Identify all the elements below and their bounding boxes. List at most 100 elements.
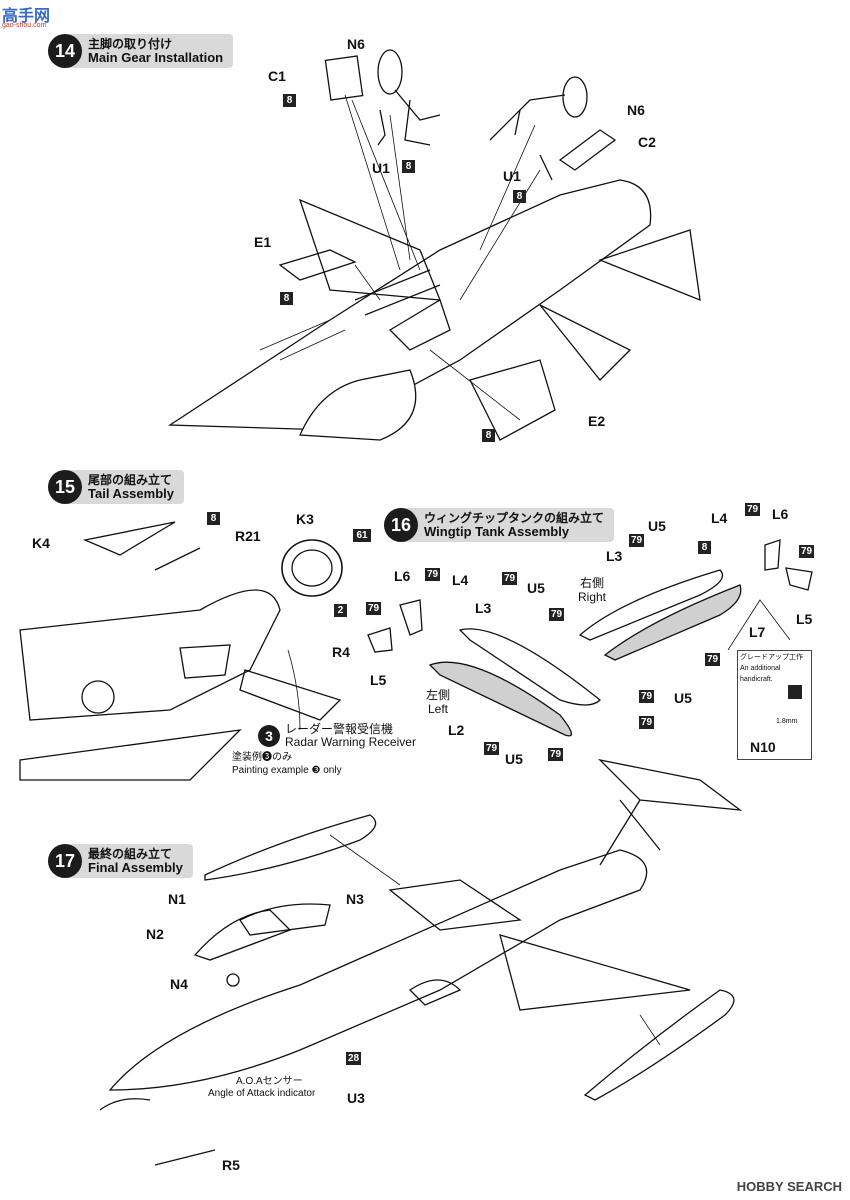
left-side-jp: 左側 bbox=[426, 688, 451, 702]
color-code-badge: 8 bbox=[402, 160, 415, 173]
color-code-badge: 79 bbox=[639, 716, 654, 729]
color-code-badge: 8 bbox=[513, 190, 526, 203]
upgrade-title-jp: グレードアップ工作 bbox=[740, 654, 803, 661]
step15-title-jp: 尾部の組み立て bbox=[88, 473, 173, 487]
part-label: N3 bbox=[346, 891, 364, 907]
step17-title-jp: 最終の組み立て bbox=[88, 847, 173, 861]
color-code-badge: 79 bbox=[484, 742, 499, 755]
upgrade-note-en1: An additional bbox=[740, 665, 781, 672]
color-code-badge: 2 bbox=[334, 604, 347, 617]
part-label: R4 bbox=[332, 644, 350, 660]
part-label: L3 bbox=[606, 548, 623, 564]
color-code-badge: 79 bbox=[548, 748, 563, 761]
color-code-badge: 79 bbox=[425, 568, 440, 581]
step16-tank-drawing bbox=[367, 539, 813, 761]
part-label: L3 bbox=[475, 600, 492, 616]
site-watermark-url: gao-shou.com bbox=[2, 22, 47, 29]
part-label: L4 bbox=[452, 572, 469, 588]
part-label: L6 bbox=[394, 568, 411, 584]
color-code-badge: 28 bbox=[346, 1052, 361, 1065]
part-label: L7 bbox=[749, 624, 766, 640]
part-label: E2 bbox=[588, 413, 606, 429]
left-side-en: Left bbox=[428, 702, 449, 716]
step17-number: 17 bbox=[48, 844, 82, 878]
part-label: L2 bbox=[448, 722, 465, 738]
aoa-note-en: Angle of Attack indicator bbox=[208, 1088, 316, 1099]
step14-title-jp: 主脚の取り付け bbox=[88, 37, 173, 51]
part-label: K4 bbox=[32, 535, 50, 551]
step16-title-jp: ウィングチップタンクの組み立て bbox=[424, 511, 605, 525]
radar-title-jp: レーダー警報受信機 bbox=[285, 722, 394, 736]
part-label: L5 bbox=[796, 611, 813, 627]
color-code-badge: 79 bbox=[705, 653, 720, 666]
upgrade-tip-box: グレードアップ工作 An additional handicraft. 1.8m… bbox=[737, 650, 812, 760]
part-label: K3 bbox=[296, 511, 314, 527]
part-label: U5 bbox=[505, 751, 523, 767]
part-label: U3 bbox=[347, 1090, 365, 1106]
upgrade-dimension: 1.8mm bbox=[776, 718, 798, 725]
drill-icon bbox=[788, 685, 802, 699]
color-code-badge: 79 bbox=[549, 608, 564, 621]
step15-tail-drawing bbox=[19, 521, 343, 781]
part-label: N4 bbox=[170, 976, 188, 992]
step17-aircraft-drawing bbox=[99, 758, 743, 1166]
part-label: L5 bbox=[370, 672, 387, 688]
color-code-badge: 8 bbox=[207, 512, 220, 525]
part-label: N6 bbox=[627, 102, 645, 118]
part-label: L6 bbox=[772, 506, 789, 522]
step14-fuselage-drawing bbox=[167, 49, 701, 441]
step16-title-en: Wingtip Tank Assembly bbox=[424, 524, 570, 539]
step16-number: 16 bbox=[384, 508, 418, 542]
color-code-badge: 8 bbox=[698, 541, 711, 554]
radar-note-en: Painting example ❸ only bbox=[232, 765, 342, 776]
color-code-badge: 8 bbox=[482, 429, 495, 442]
aoa-note-jp: A.O.Aセンサー bbox=[236, 1076, 303, 1087]
part-label: L4 bbox=[711, 510, 728, 526]
part-label: N6 bbox=[347, 36, 365, 52]
color-code-badge: 61 bbox=[353, 529, 371, 542]
step14-number: 14 bbox=[48, 34, 82, 68]
site-watermark: 高手网 bbox=[2, 8, 51, 25]
step17-title-en: Final Assembly bbox=[88, 860, 183, 875]
right-side-en: Right bbox=[578, 590, 607, 604]
upgrade-note-en2: handicraft. bbox=[740, 676, 773, 683]
color-code-badge: 79 bbox=[799, 545, 814, 558]
step14-title-en: Main Gear Installation bbox=[88, 50, 224, 65]
color-code-badge: 79 bbox=[366, 602, 381, 615]
part-label: E1 bbox=[254, 234, 272, 250]
hobby-search-watermark: HOBBY SEARCH bbox=[736, 1179, 842, 1194]
part-label: C1 bbox=[268, 68, 286, 84]
part-label: U1 bbox=[503, 168, 521, 184]
color-code-badge: 8 bbox=[283, 94, 296, 107]
right-side-jp: 右側 bbox=[580, 576, 605, 590]
step15-title-en: Tail Assembly bbox=[88, 486, 174, 501]
part-label: N1 bbox=[168, 891, 186, 907]
part-label: U5 bbox=[527, 580, 545, 596]
color-code-badge: 79 bbox=[639, 690, 654, 703]
radar-note-jp: 塗装例❸のみ bbox=[232, 752, 292, 763]
part-label: C2 bbox=[638, 134, 656, 150]
radar-number: 3 bbox=[258, 725, 280, 747]
color-code-badge: 8 bbox=[280, 292, 293, 305]
part-label: U5 bbox=[648, 518, 666, 534]
color-code-badge: 79 bbox=[629, 534, 644, 547]
part-label: U1 bbox=[372, 160, 390, 176]
color-code-badge: 79 bbox=[502, 572, 517, 585]
part-label: N10 bbox=[750, 739, 776, 755]
part-label: R21 bbox=[235, 528, 261, 544]
radar-title-en: Radar Warning Receiver bbox=[285, 735, 416, 749]
color-code-badge: 79 bbox=[745, 503, 760, 516]
part-label: U5 bbox=[674, 690, 692, 706]
step15-number: 15 bbox=[48, 470, 82, 504]
part-label: N2 bbox=[146, 926, 164, 942]
part-label: R5 bbox=[222, 1157, 240, 1173]
